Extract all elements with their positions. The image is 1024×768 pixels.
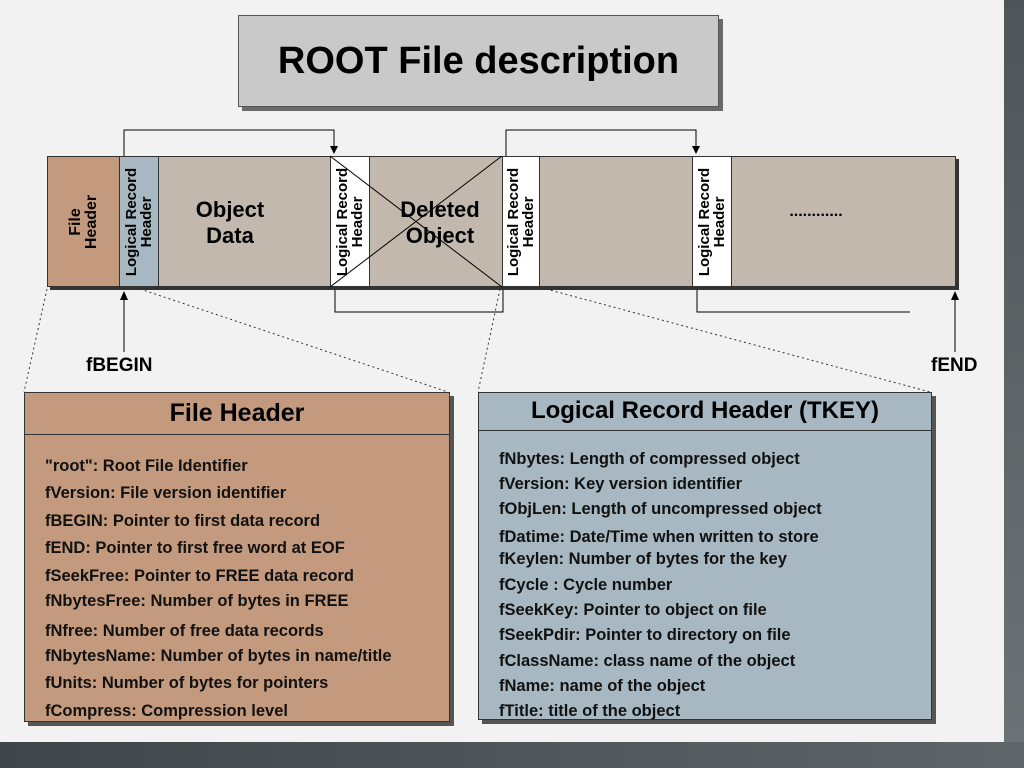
tkey-field: fSeekPdir: Pointer to directory on file — [499, 626, 791, 644]
object-data-label-1: Object — [195, 197, 265, 222]
logical-record-header-segment-4: Logical Record Header — [692, 156, 732, 287]
tkey-field: fClassName: class name of the object — [499, 652, 796, 670]
tkey-field: fNbytes: Length of compressed object — [499, 450, 800, 468]
ellipsis-label: ............ — [789, 203, 843, 220]
tkey-panel-title: Logical Record Header (TKEY) — [530, 397, 880, 424]
fbegin-label: fBEGIN — [86, 355, 153, 376]
projection-line-1 — [23, 288, 48, 393]
link-arrowhead-1 — [330, 146, 338, 154]
file-layout-bar: File Header Logical Record Header Object… — [47, 156, 956, 287]
object-data-segment: Object Data — [158, 156, 331, 287]
projection-line-4 — [545, 288, 931, 393]
file-header-segment: File Header — [47, 156, 120, 287]
tkey-field: fSeekKey: Pointer to object on file — [499, 601, 767, 619]
file-header-field: fSeekFree: Pointer to FREE data record — [45, 567, 354, 585]
file-header-field: fVersion: File version identifier — [45, 484, 287, 502]
file-header-field: fNbytesName: Number of bytes in name/tit… — [45, 647, 392, 665]
link-arrow-1 — [123, 129, 335, 156]
deleted-object-label-2: Object — [405, 223, 475, 248]
projection-line-2 — [139, 288, 449, 393]
object-segment-3 — [539, 156, 693, 287]
projection-line-3 — [477, 288, 501, 393]
fbegin-arrowhead — [120, 291, 128, 300]
file-header-field: fBEGIN: Pointer to first data record — [45, 512, 321, 530]
page-title: ROOT File description — [238, 15, 719, 107]
file-header-field: fEND: Pointer to first free word at EOF — [45, 539, 345, 557]
file-header-field: fCompress: Compression level — [45, 702, 288, 720]
deleted-object-segment: Deleted Object — [369, 156, 503, 287]
deleted-cross-line-2 — [329, 155, 503, 288]
tkey-field: fName: name of the object — [499, 677, 706, 695]
link-arrow-2 — [505, 129, 697, 156]
file-header-panel-divider — [25, 434, 449, 435]
free-link-1 — [334, 290, 504, 313]
file-header-field: fNbytesFree: Number of bytes in FREE — [45, 592, 349, 610]
tkey-field: fTitle: title of the object — [499, 702, 681, 720]
tkey-field: fCycle : Cycle number — [499, 576, 673, 594]
remaining-segment: ............ — [731, 156, 956, 287]
file-header-field: "root": Root File Identifier — [45, 457, 248, 475]
file-header-field: fNfree: Number of free data records — [45, 622, 324, 640]
file-header-field: fUnits: Number of bytes for pointers — [45, 674, 329, 692]
free-link-2 — [696, 290, 910, 313]
slide-shadow-bottom — [0, 742, 1024, 768]
fend-arrowhead — [951, 291, 959, 300]
object-data-label-2: Data — [206, 223, 254, 248]
tkey-panel-divider — [479, 430, 931, 431]
tkey-field: fKeylen: Number of bytes for the key — [499, 550, 787, 568]
tkey-field: fObjLen: Length of uncompressed object — [499, 500, 822, 518]
tkey-panel: Logical Record Header (TKEY) fNbytes: Le… — [478, 392, 932, 720]
tkey-field: fVersion: Key version identifier — [499, 475, 742, 493]
deleted-object-label-1: Deleted — [400, 197, 480, 222]
tkey-field: fDatime: Date/Time when written to store — [499, 528, 819, 546]
file-header-panel-title: File Header — [169, 399, 305, 427]
slide-shadow-right — [1004, 0, 1024, 768]
fend-label: fEND — [931, 355, 978, 376]
file-header-panel: File Header "root": Root File Identifier… — [24, 392, 450, 722]
link-arrowhead-2 — [692, 146, 700, 154]
